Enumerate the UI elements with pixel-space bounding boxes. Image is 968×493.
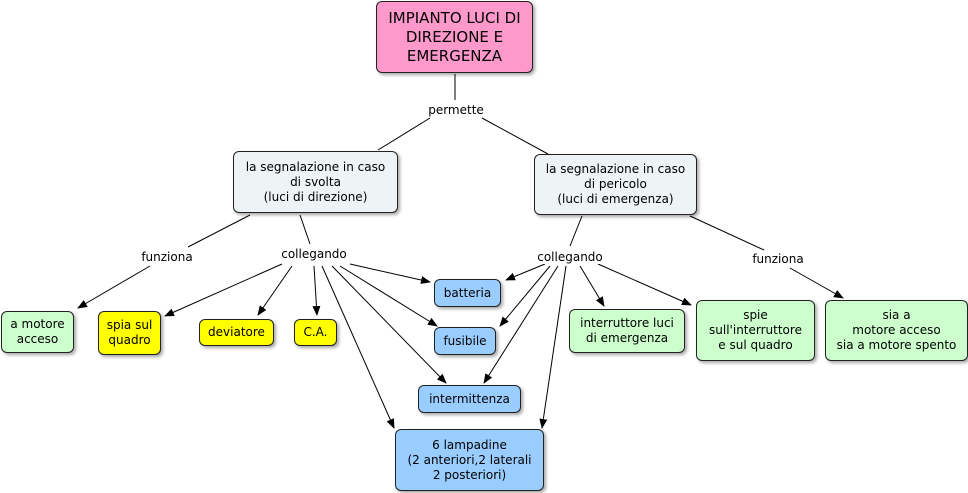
node-batteria: batteria <box>434 279 501 307</box>
link-label-funziona-left: funziona <box>139 250 195 264</box>
node-interruttore-luci-emergenza: interruttore luci di emergenza <box>569 309 685 353</box>
node-a-motore-acceso: a motore acceso <box>1 311 74 353</box>
concept-pericolo: la segnalazione in caso di pericolo (luc… <box>534 154 697 215</box>
node-spia-sul-quadro: spia sul quadro <box>98 311 161 355</box>
concept-svolta: la segnalazione in caso di svolta (luci … <box>233 151 398 213</box>
node-intermittenza: intermittenza <box>418 385 521 413</box>
node-6-lampadine: 6 lampadine (2 anteriori,2 laterali 2 po… <box>395 429 544 491</box>
link-label-collegando-left: collegando <box>279 247 349 261</box>
node-sia-a-motore: sia a motore acceso sia a motore spento <box>825 300 968 361</box>
link-label-permette: permette <box>426 103 486 117</box>
root-concept: IMPIANTO LUCI DI DIREZIONE E EMERGENZA <box>376 1 533 73</box>
node-fusibile: fusibile <box>434 327 496 355</box>
node-deviatore: deviatore <box>199 319 274 346</box>
link-label-funziona-right: funziona <box>750 252 806 266</box>
node-spie-interruttore-quadro: spie sull'interruttore e sul quadro <box>696 300 815 361</box>
link-label-collegando-right: collegando <box>535 250 605 264</box>
node-ca: C.A. <box>294 319 337 346</box>
